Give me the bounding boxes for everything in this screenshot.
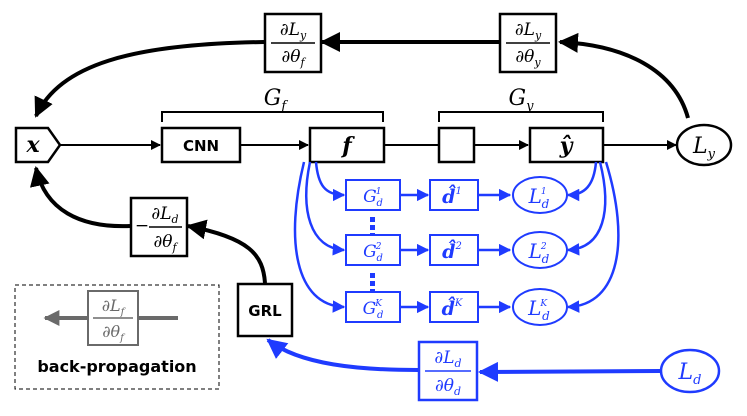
input-x-node: x xyxy=(14,126,62,164)
domain-row-arrows xyxy=(400,188,512,314)
svg-text:Ld: Ld xyxy=(678,360,702,388)
domain-pred-1-label: d̂ xyxy=(442,184,456,208)
svg-text:∂Lf: ∂Lf xyxy=(102,296,127,318)
grad-Ly-thetaf-num: ∂L xyxy=(280,20,300,40)
feature-f-label: f xyxy=(340,133,355,159)
grad-arrow-top-right xyxy=(558,32,690,119)
legend-num: ∂L xyxy=(102,296,121,315)
domain-classifier-1-label: G xyxy=(363,187,377,207)
grad-Ly-thetaf-box: ∂Ly ∂θf xyxy=(263,12,323,74)
loss-Ly-node: Ly xyxy=(675,123,733,167)
prediction-y-label: ŷ xyxy=(559,133,575,159)
svg-text:G1d: G1d xyxy=(363,187,383,209)
domain-fanout-arrows xyxy=(293,161,620,313)
svg-text:∂Ld: ∂Ld xyxy=(151,204,178,226)
grad-Ly-thetay-den: ∂θ xyxy=(515,47,534,67)
input-x-label: x xyxy=(25,132,40,158)
neg-grad-Ld-thetaf-box: − ∂Ld ∂θf xyxy=(129,196,189,258)
neg-grad-arrow xyxy=(30,166,131,229)
svg-text:L2d: L2d xyxy=(528,239,550,266)
brace-Gf: Gf xyxy=(161,86,384,122)
grad-Ld-arrow-left xyxy=(266,338,419,372)
svg-text:Ly: Ly xyxy=(692,134,716,162)
loss-Ly-label: L xyxy=(692,134,708,159)
domain-pred-K-label: d̂ xyxy=(442,296,456,320)
svg-text:∂Ld: ∂Ld xyxy=(434,348,461,370)
domain-loss-K-label: L xyxy=(527,296,541,320)
svg-text:∂Ly: ∂Ly xyxy=(515,20,542,42)
domain-classifier-K-label: G xyxy=(363,299,377,319)
legend-den: ∂θ xyxy=(102,322,120,341)
svg-text:∂θy: ∂θy xyxy=(515,47,541,69)
legend-caption: back-propagation xyxy=(37,357,196,376)
grad-Ld-arrow-right xyxy=(478,361,661,382)
svg-text:GKd: GKd xyxy=(363,299,384,321)
brace-Gy: Gy xyxy=(438,86,604,122)
svg-text:G2d: G2d xyxy=(363,242,383,264)
domain-loss-1-label: L xyxy=(528,184,542,208)
svg-text:LKd: LKd xyxy=(527,296,550,323)
loss-Ld-label: L xyxy=(678,360,694,385)
grad-Ly-thetaf-den: ∂θ xyxy=(281,47,300,67)
svg-text:∂θf: ∂θf xyxy=(281,47,306,69)
label-Gf: G xyxy=(264,86,282,111)
grad-arrow-top-left xyxy=(34,40,265,118)
cnn-node: CNN xyxy=(160,126,242,164)
domain-loss-2-label: L xyxy=(528,239,542,263)
cnn-label: CNN xyxy=(183,137,219,155)
label-Gy: G xyxy=(509,86,527,111)
svg-text:∂Ly: ∂Ly xyxy=(280,20,307,42)
grl-arrow xyxy=(186,219,267,284)
svg-text:L1d: L1d xyxy=(528,184,550,211)
svg-text:Gy: Gy xyxy=(509,86,535,114)
svg-text:d̂2: d̂2 xyxy=(442,239,462,263)
neg-sign: − xyxy=(135,216,149,236)
svg-text:d̂K: d̂K xyxy=(442,296,463,320)
domain-classifier-2-label: G xyxy=(363,242,377,262)
grl-label: GRL xyxy=(248,302,282,320)
prediction-y-node: ŷ xyxy=(528,126,605,164)
loss-Ld-node: Ld xyxy=(659,348,721,394)
domain-pred-2-label: d̂ xyxy=(442,239,456,263)
svg-text:∂θd: ∂θd xyxy=(435,376,461,398)
svg-text:d̂1: d̂1 xyxy=(442,184,462,208)
grl-node: GRL xyxy=(236,282,294,338)
grad-Ly-thetay-box: ∂Ly ∂θy xyxy=(498,12,558,74)
grad-Ld-thetad-box: ∂Ld ∂θd xyxy=(417,340,479,402)
hidden-layer-node xyxy=(437,126,476,164)
grad-Ly-thetay-num: ∂L xyxy=(515,20,535,40)
svg-text:∂θf: ∂θf xyxy=(102,322,126,344)
feature-f-node: f xyxy=(308,126,386,164)
svg-text:∂θf: ∂θf xyxy=(153,232,178,254)
legend-box: ∂Lf ∂θf back-propagation xyxy=(14,284,220,390)
svg-text:Gf: Gf xyxy=(264,86,289,114)
